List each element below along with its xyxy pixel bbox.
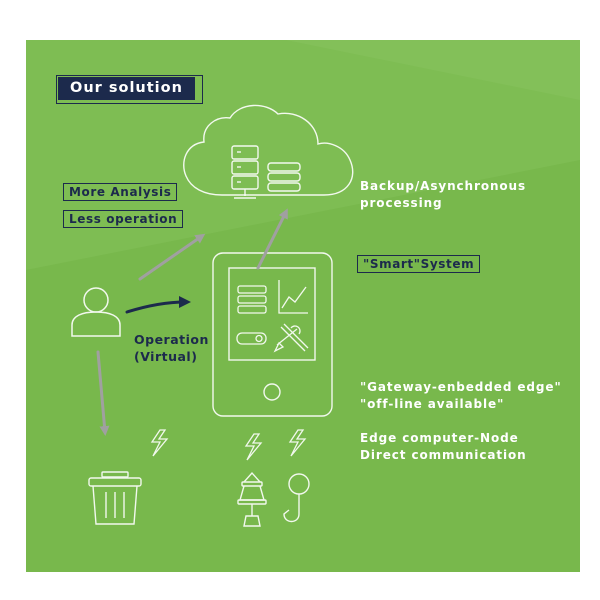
gray-arrows — [96, 208, 288, 436]
toggle-icon — [236, 332, 267, 345]
edge-text-line1: Edge computer-Node — [360, 431, 519, 445]
operation-label-line1: Operation — [134, 332, 209, 347]
tablet-icon — [212, 252, 333, 417]
list-icon — [237, 285, 267, 314]
line-chart-icon — [278, 280, 308, 314]
diagram-panel: Our solution More Analysis Less operatio… — [26, 40, 580, 572]
page-title: Our solution — [58, 77, 195, 100]
navy-arrow — [125, 296, 191, 314]
backup-text-line1: Backup/Asynchronous — [360, 179, 527, 193]
backup-text-line2: processing — [360, 196, 443, 210]
cloud-icon — [183, 104, 354, 196]
crane-hook-icon — [283, 473, 310, 523]
edge-text-line2: Direct communication — [360, 448, 527, 462]
operation-label-line2: (Virtual) — [134, 349, 198, 364]
smart-system-label: "Smart"System — [357, 255, 481, 273]
server-icon — [231, 145, 301, 199]
gateway-text-line2: "off-line available" — [360, 397, 505, 411]
user-icon — [71, 287, 121, 337]
trash-icon — [88, 471, 142, 525]
diagram-art — [71, 104, 354, 527]
more-analysis-label: More Analysis — [63, 183, 178, 201]
title-frame — [56, 75, 203, 104]
tools-icon — [273, 323, 309, 353]
gateway-text-line1: "Gateway-enbedded edge" — [360, 380, 562, 394]
street-lamp-icon — [237, 471, 267, 527]
less-operation-label: Less operation — [63, 210, 184, 228]
lightning-icon — [150, 429, 307, 461]
